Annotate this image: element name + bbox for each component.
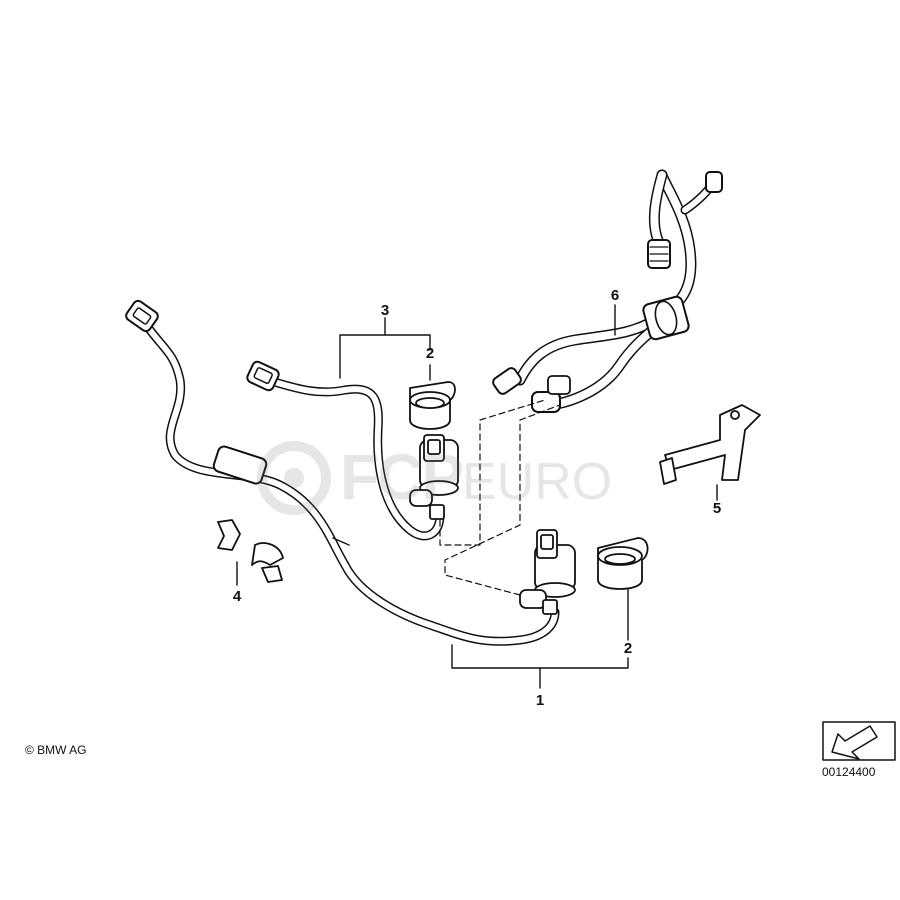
ring-2-lower bbox=[597, 537, 649, 590]
ring-2-upper bbox=[409, 381, 456, 430]
arrow-icon bbox=[822, 721, 896, 761]
hose-assembly-1 bbox=[125, 299, 560, 646]
bracket-5 bbox=[659, 404, 761, 485]
hose-assembly-6 bbox=[492, 169, 723, 413]
diagram-number: 00124400 bbox=[822, 765, 876, 779]
copyright-text: © BMW AG bbox=[25, 743, 87, 757]
clip-4 bbox=[217, 519, 284, 583]
valve-upper bbox=[409, 434, 459, 520]
callout-leaders bbox=[236, 304, 718, 689]
callout-3: 3 bbox=[380, 302, 390, 319]
callout-1: 1 bbox=[535, 692, 545, 709]
dashed-guides bbox=[439, 399, 561, 596]
callout-2-upper: 2 bbox=[425, 345, 435, 362]
callout-2-lower: 2 bbox=[623, 640, 633, 657]
callout-6: 6 bbox=[610, 287, 620, 304]
callout-4: 4 bbox=[232, 588, 242, 605]
callout-5: 5 bbox=[712, 500, 722, 517]
valve-lower bbox=[519, 529, 576, 615]
hose-assembly-3 bbox=[246, 360, 445, 541]
